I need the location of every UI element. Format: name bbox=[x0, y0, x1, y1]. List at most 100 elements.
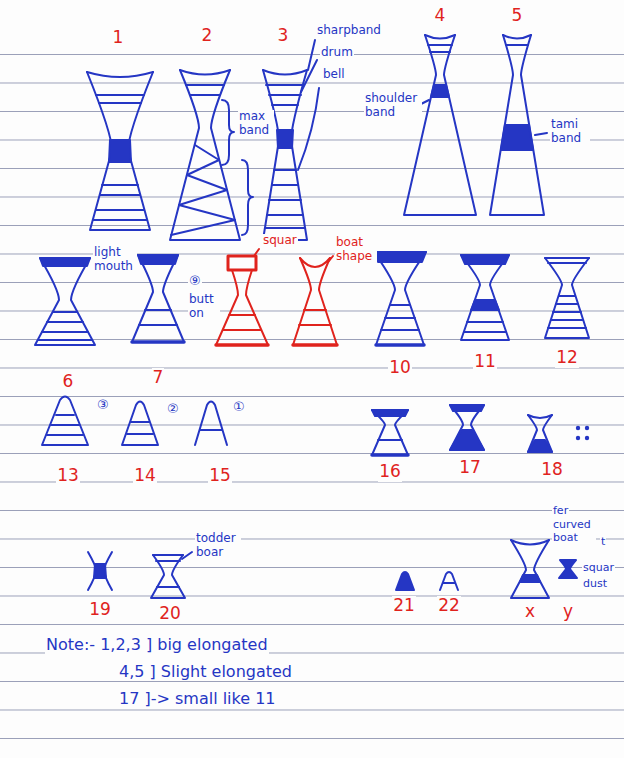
shape-figure bbox=[38, 312, 92, 340]
shape-figure bbox=[528, 415, 552, 418]
annotation-text: ③ bbox=[96, 398, 110, 413]
shape-figure bbox=[156, 561, 180, 587]
shape-figure bbox=[461, 255, 509, 264]
callout-number: 2 bbox=[201, 26, 214, 46]
shape-figure bbox=[378, 439, 402, 441]
shape-figure bbox=[506, 44, 528, 46]
annotation-text: sharpband bbox=[316, 24, 382, 38]
shape-figure bbox=[425, 35, 455, 39]
shape-figure bbox=[501, 125, 533, 150]
callout-number: 20 bbox=[158, 604, 182, 624]
shape-figure bbox=[528, 415, 552, 452]
shape-figure-red bbox=[293, 258, 337, 345]
shape-figure bbox=[132, 255, 184, 342]
shape-figure bbox=[374, 252, 426, 262]
shape-figure bbox=[42, 397, 88, 446]
annotation-text: squar bbox=[262, 234, 298, 248]
shape-figure bbox=[440, 572, 458, 590]
shape-figure bbox=[87, 72, 153, 230]
callout-number: 21 bbox=[392, 596, 416, 616]
shape-figure bbox=[266, 85, 304, 105]
shape-figure bbox=[559, 560, 577, 578]
shape-figure bbox=[471, 300, 499, 310]
shape-figure-red bbox=[228, 256, 256, 270]
callout-number: 3 bbox=[277, 26, 290, 46]
shape-figure-red bbox=[223, 315, 261, 330]
shape-figure bbox=[200, 429, 222, 431]
shape-figure bbox=[450, 405, 484, 450]
shape-figure-red bbox=[329, 256, 333, 261]
callout-number: 6 bbox=[62, 372, 75, 392]
shape-figure bbox=[374, 252, 426, 345]
annotation-text: t bbox=[600, 536, 606, 549]
annotation-text: drum bbox=[320, 46, 354, 60]
callout-number: 16 bbox=[378, 462, 402, 482]
shape-figure bbox=[195, 402, 227, 446]
note-text: 4,5 ] Slight elongated bbox=[118, 663, 293, 681]
callout-number: 1 bbox=[112, 28, 125, 48]
callout-number: 11 bbox=[473, 352, 497, 372]
shape-figure bbox=[132, 340, 184, 344]
annotation-text: light mouth bbox=[93, 246, 137, 274]
shape-figure bbox=[151, 555, 185, 598]
shape-figure bbox=[265, 170, 305, 228]
shape-figure bbox=[450, 405, 484, 411]
shape-figure bbox=[490, 35, 544, 215]
shape-figure-red bbox=[293, 343, 337, 347]
shape-figure bbox=[545, 258, 589, 263]
annotation-text: max band bbox=[238, 110, 274, 138]
shape-figure bbox=[88, 540, 577, 598]
shape-figure-red bbox=[216, 270, 268, 345]
shape-figure-red bbox=[299, 310, 331, 325]
callout-number: 7 bbox=[152, 368, 165, 388]
shape-figure bbox=[372, 410, 408, 416]
callout-number: 18 bbox=[540, 460, 564, 480]
annotation-text: tami band bbox=[550, 118, 590, 146]
shape-figure bbox=[450, 430, 484, 450]
shape-figure bbox=[545, 258, 589, 338]
shape-figure bbox=[35, 258, 95, 345]
shape-figure bbox=[396, 572, 414, 590]
shape-figure-red bbox=[216, 249, 337, 345]
shape-figure bbox=[520, 575, 540, 582]
annotation-text: dust bbox=[582, 578, 608, 591]
callout-number: 12 bbox=[555, 348, 579, 368]
shape-figure bbox=[170, 70, 240, 240]
shape-figure bbox=[40, 258, 90, 266]
annotation-text: ② bbox=[166, 402, 180, 417]
shape-figure bbox=[528, 440, 552, 452]
annotation-text: curved boat bbox=[552, 519, 596, 544]
shape-figure bbox=[87, 72, 153, 77]
callout-number: 22 bbox=[437, 596, 461, 616]
shape-figure bbox=[298, 40, 319, 170]
shape-figure bbox=[404, 35, 476, 215]
shape-figure bbox=[263, 70, 307, 75]
callout-number: 19 bbox=[88, 600, 112, 620]
shape-figure bbox=[372, 453, 408, 457]
shape-figure bbox=[139, 310, 177, 325]
annotation-text: bell bbox=[322, 68, 346, 82]
shape-figure bbox=[576, 426, 580, 430]
shape-figure bbox=[186, 85, 224, 95]
annotation-text: ① bbox=[232, 400, 246, 415]
shape-figure bbox=[535, 133, 547, 135]
shape-figure bbox=[376, 343, 424, 347]
shape-figure bbox=[222, 100, 234, 165]
shape-figure bbox=[461, 255, 509, 340]
callout-number: 4 bbox=[434, 6, 447, 26]
shape-figure bbox=[171, 145, 235, 235]
shape-figure bbox=[503, 35, 531, 39]
shape-figure bbox=[182, 552, 192, 559]
shape-figure bbox=[96, 95, 144, 103]
callout-number: 10 bbox=[388, 358, 412, 378]
shape-figure bbox=[127, 422, 153, 434]
shape-figure bbox=[511, 540, 549, 545]
shape-figure bbox=[381, 305, 419, 330]
shape-figure bbox=[372, 410, 408, 455]
callout-number: y bbox=[562, 602, 574, 622]
annotation-text: shoulder band bbox=[364, 92, 422, 120]
annotation-text: butt on bbox=[188, 293, 220, 321]
note-text: Note:- 1,2,3 ] big elongated bbox=[45, 636, 269, 654]
